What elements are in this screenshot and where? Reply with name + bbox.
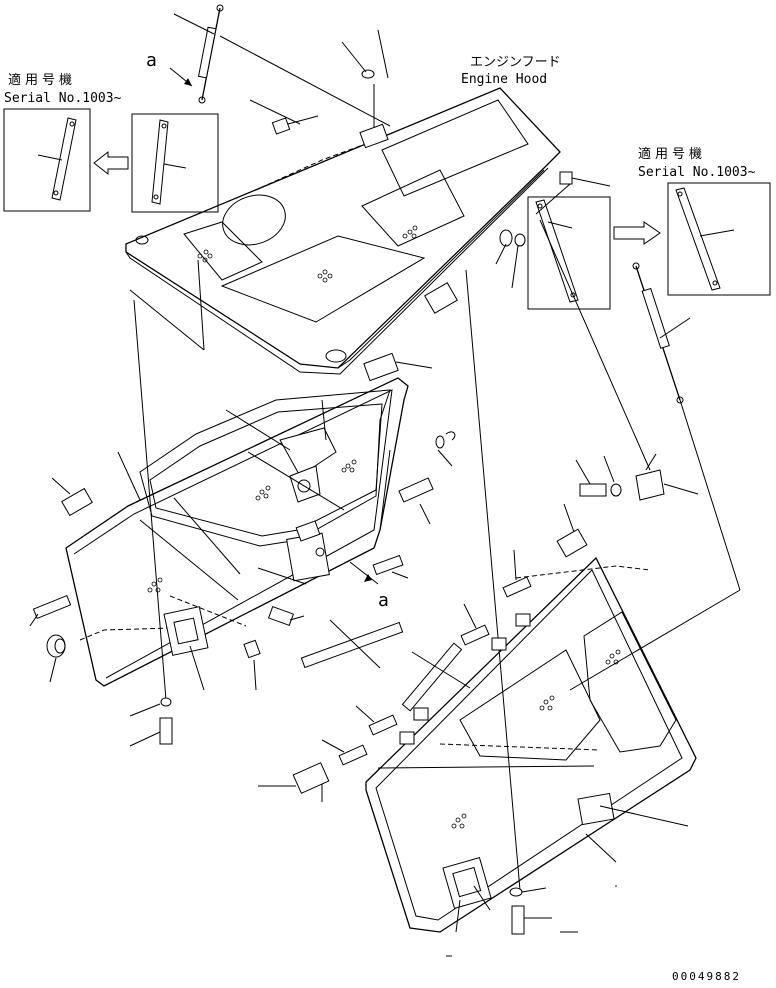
rubber-pad-right	[556, 503, 588, 558]
hinge-bar-inset-left-1	[37, 117, 77, 201]
leader-gas-spring-right	[659, 317, 691, 339]
gas-spring-top	[197, 4, 224, 104]
leader-a-arrow-mid	[379, 449, 391, 531]
hood-bracket-top	[359, 84, 389, 149]
bolt-washer-left	[129, 697, 173, 747]
bolt-washer-right-mid	[575, 455, 622, 497]
leader-door-right	[585, 833, 617, 863]
leader-long-1	[219, 35, 391, 127]
rubber-pad-left-1	[51, 477, 93, 517]
engine-hood-label-en: Engine Hood	[461, 72, 547, 87]
nut-top	[341, 29, 389, 79]
grommet-left	[46, 634, 66, 683]
hinge-bar-inset-left-2	[151, 119, 187, 205]
pin-right-door-2	[372, 554, 409, 579]
rod-right-door	[401, 642, 471, 712]
latch-assembly	[257, 520, 379, 585]
leader-long-4	[569, 589, 741, 691]
side-door-right	[365, 556, 697, 933]
serial-right-label-en: Serial No.1003~	[638, 165, 756, 180]
clips-right-door	[399, 613, 531, 745]
pin-right-door-1	[398, 477, 434, 525]
serial-right-label-jp: 適用号機	[638, 146, 706, 162]
pin-right-door-5	[355, 705, 398, 736]
bracket-right-mid	[635, 453, 699, 501]
leader-door-left-c	[139, 519, 239, 601]
pin-right-door-4	[460, 603, 490, 646]
leader-long-6	[133, 299, 167, 701]
gas-spring-right	[632, 262, 684, 404]
leader-long-3	[679, 399, 741, 591]
arrow-right-inset	[613, 221, 661, 245]
pin-center-2	[267, 605, 305, 627]
leader-door-left-mid	[117, 451, 141, 501]
bolt-top	[271, 115, 319, 135]
leader-vent	[599, 805, 689, 827]
inset-box-left-inner	[131, 113, 219, 213]
view-marker-a-mid: a	[378, 590, 389, 611]
inset-box-right-large	[667, 182, 771, 296]
inset-box-right-small	[527, 196, 611, 310]
serial-left-label-en: Serial No.1003~	[4, 91, 122, 106]
rubber-pad-right-bottom	[258, 762, 330, 802]
engine-hood-panel	[125, 87, 561, 375]
door-handle-left	[163, 606, 209, 691]
pin-right-door-6	[321, 739, 368, 766]
leader-long-8	[197, 259, 205, 351]
pin-center-1	[243, 639, 261, 691]
drawing-number: 00049882	[672, 970, 741, 983]
pin-right-door-3	[502, 549, 532, 598]
rod-long	[300, 619, 404, 669]
inset-box-left-outer	[3, 108, 91, 212]
leader-gas-spring-top	[173, 13, 215, 35]
view-arrow-a-top	[169, 67, 193, 87]
leader-handle-right	[473, 885, 491, 911]
view-marker-a-top: a	[146, 50, 157, 71]
leader-long-7	[129, 289, 205, 351]
leader-handle-right-2	[455, 899, 461, 933]
engine-hood-label-jp: エンジンフード	[470, 55, 561, 70]
leader-hood-bolt	[249, 99, 301, 125]
leader-door-left-b	[173, 497, 241, 575]
bolt-right-top	[535, 171, 611, 215]
hinge-bar-inset-right-2	[675, 187, 735, 291]
serial-left-label-jp: 適用号機	[8, 72, 76, 88]
leader-long-5	[465, 269, 521, 891]
leader-dashed-hood-1	[259, 145, 361, 189]
hinge-assembly-center	[225, 399, 345, 511]
cotter-pin	[435, 431, 456, 467]
bolt-washer-right-bottom	[509, 887, 578, 935]
rubber-pad-left-2	[363, 352, 433, 382]
leader-long-2	[539, 219, 651, 471]
arrow-left-inset	[93, 150, 129, 176]
hinge-bar-inset-right-1	[535, 199, 579, 303]
pin-left-1	[29, 594, 72, 627]
washer-hood-right	[495, 229, 526, 289]
